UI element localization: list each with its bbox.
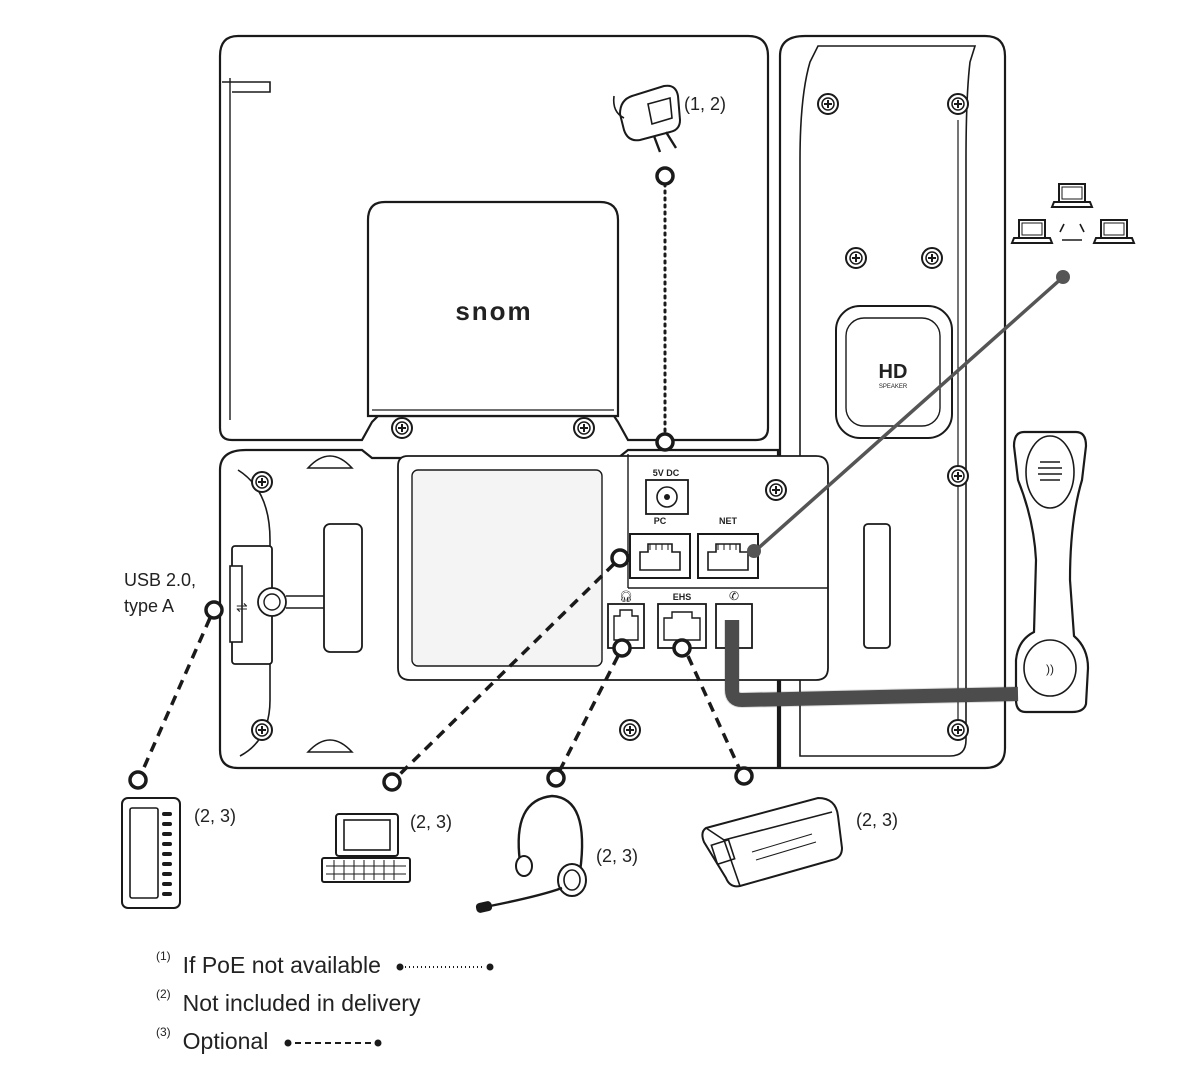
stand-screw-right — [573, 417, 595, 439]
hd-badge-sub: SPEAKER — [879, 384, 908, 390]
port-net[interactable]: NET — [697, 516, 759, 579]
port-ehs-label: EHS — [673, 592, 692, 602]
dotted-line-symbol — [396, 963, 494, 971]
headset-connection — [546, 638, 632, 788]
computer-label: (2, 3) — [410, 812, 452, 832]
usb-icon: ⇌ — [236, 599, 248, 615]
right-screw-5 — [947, 465, 969, 487]
port-power[interactable]: 5V DC — [645, 468, 689, 515]
stand-screw-left — [391, 417, 413, 439]
expansion-module-icon — [121, 797, 181, 909]
svg-text:)): )) — [1046, 662, 1054, 676]
legend-text: Optional — [182, 1028, 269, 1054]
right-screw-2 — [947, 93, 969, 115]
headset-icon — [475, 794, 587, 913]
right-screw-3 — [845, 247, 867, 269]
lower-screw-4 — [619, 719, 641, 741]
ehs-connection — [672, 638, 754, 786]
pc-connection — [382, 548, 630, 792]
power-connection — [655, 166, 675, 452]
expansion-module-label: (2, 3) — [194, 806, 236, 826]
dashed-line-symbol — [284, 1039, 382, 1047]
handset-cord — [724, 620, 1019, 709]
legend-text: Not included in delivery — [182, 990, 421, 1016]
phone-right-column: HD SPEAKER — [778, 34, 1007, 770]
right-screw-4 — [921, 247, 943, 269]
hd-badge: HD — [879, 361, 908, 383]
legend-text: If PoE not available — [182, 952, 381, 978]
brand-logo: snom — [455, 296, 532, 326]
right-screw-6 — [947, 719, 969, 741]
computer-icon — [321, 813, 411, 883]
legend-marker: (1) — [156, 949, 171, 963]
ehs-adapter-icon — [701, 796, 844, 888]
legend-row-not-included: (2) Not included in delivery — [156, 987, 421, 1017]
lower-screw-3 — [765, 479, 787, 501]
ehs-adapter-label: (2, 3) — [856, 810, 898, 830]
network-icon — [1011, 183, 1135, 244]
legend-row-poe: (1) If PoE not available — [156, 949, 495, 979]
port-pc-label: PC — [654, 516, 667, 526]
port-power-label: 5V DC — [653, 468, 680, 478]
legend-marker: (2) — [156, 987, 171, 1001]
lower-screw-1 — [251, 471, 273, 493]
handset: )) — [1012, 430, 1090, 714]
port-pc[interactable]: PC — [629, 516, 691, 579]
headset-port-icon: 🎧︎ — [619, 590, 633, 603]
lower-screw-2 — [251, 719, 273, 741]
power-adapter-label: (1, 2) — [684, 94, 726, 114]
usb-label-line2: type A — [124, 596, 174, 616]
phone-port-icon: ✆ — [729, 589, 739, 603]
legend-row-optional: (3) Optional — [156, 1025, 383, 1055]
net-connection — [747, 270, 1070, 558]
stand-plate: snom — [366, 200, 620, 439]
usb-label-line1: USB 2.0, — [124, 570, 196, 590]
port-net-label: NET — [719, 516, 738, 526]
headset-label: (2, 3) — [596, 846, 638, 866]
right-screw-1 — [817, 93, 839, 115]
power-adapter-icon — [612, 84, 682, 153]
usb-connection — [128, 600, 224, 790]
legend-marker: (3) — [156, 1025, 171, 1039]
